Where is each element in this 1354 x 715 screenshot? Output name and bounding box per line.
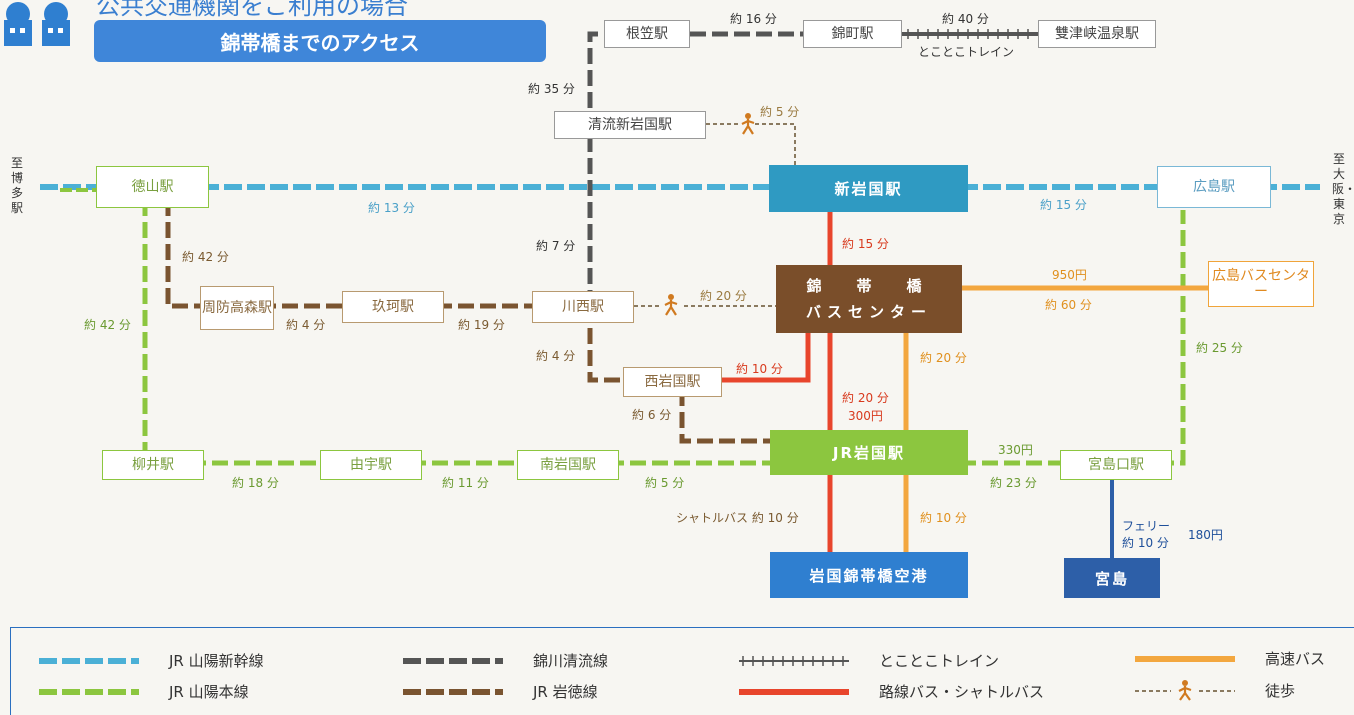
legend-item: JR 山陽新幹線 — [39, 650, 264, 671]
label-walk-time: 約 20 分 — [700, 289, 747, 303]
label-time: 約 42 分 — [182, 250, 229, 264]
label-time: 約 19 分 — [458, 318, 505, 332]
label-time: 約 13 分 — [368, 201, 415, 215]
label-time: 約 40 分 — [942, 12, 989, 26]
legend-label: 高速バス — [1265, 650, 1326, 668]
station-yanai: 柳井駅 — [102, 450, 204, 480]
label-time: 約 11 分 — [442, 476, 489, 490]
legend-item: とことこトレイン — [739, 650, 999, 671]
label-walk-time: 約 5 分 — [760, 105, 800, 119]
label-time: 約 60 分 — [1045, 298, 1092, 312]
hub-kintaikyo-bus-center: 錦 帯 橋 バスセンター — [776, 265, 962, 333]
label-time: 約 4 分 — [286, 318, 326, 332]
station-kuga: 玖珂駅 — [342, 291, 444, 323]
label-price: 330円 — [998, 443, 1033, 457]
station-minami-iwakuni: 南岩国駅 — [517, 450, 619, 480]
label-time: 約 10 分 — [920, 511, 967, 525]
label-shuttle-time: シャトルバス 約 10 分 — [676, 511, 799, 525]
station-kawanishi: 川西駅 — [532, 291, 634, 323]
building-logo-icon — [0, 0, 76, 48]
legend-label: JR 山陽本線 — [169, 683, 249, 701]
label-time: 約 42 分 — [84, 318, 131, 332]
hub-kintaikyo-line2: バスセンター — [805, 303, 932, 321]
station-nishikicho: 錦町駅 — [803, 20, 902, 48]
legend-label: 錦川清流線 — [533, 652, 609, 670]
label-ferry: フェリー — [1122, 519, 1171, 533]
hub-kintaikyo-line1: 錦 帯 橋 — [806, 277, 932, 295]
label-time: 約 23 分 — [990, 476, 1037, 490]
access-banner: 錦帯橋までのアクセス — [94, 20, 546, 62]
legend-label: 路線バス・シャトルバス — [879, 683, 1045, 701]
label-time: 約 16 分 — [730, 12, 777, 26]
page-title: 公共交通機関をご利用の場合 — [96, 0, 408, 20]
hub-jr-iwakuni: JR岩国駅 — [770, 430, 968, 475]
legend-item: 路線バス・シャトルバス — [739, 681, 1044, 702]
label-time: 約 7 分 — [536, 239, 576, 253]
station-seiryu-shin-iwakuni: 清流新岩国駅 — [554, 111, 706, 139]
hub-iwakuni-kintaikyo-airport: 岩国錦帯橋空港 — [770, 552, 968, 598]
station-tokuyama: 徳山駅 — [96, 166, 209, 208]
legend-label: とことこトレイン — [879, 652, 1000, 670]
label-time: 約 35 分 — [528, 82, 575, 96]
legend-item: 高速バス — [1135, 648, 1325, 669]
label-time: 約 5 分 — [645, 476, 685, 490]
legend-label: 徒歩 — [1265, 681, 1296, 700]
station-hiroshima-bus-center: 広島バスセンター — [1208, 261, 1314, 307]
legend-item: JR 岩徳線 — [403, 681, 598, 702]
station-negasa: 根笠駅 — [604, 20, 690, 48]
destination-osaka-tokyo: 至大阪・東京 — [1332, 152, 1354, 226]
label-time: 約 25 分 — [1196, 341, 1243, 355]
hub-miyajima: 宮島 — [1064, 558, 1160, 598]
station-yu: 由宇駅 — [320, 450, 422, 480]
label-time: 約 15 分 — [1040, 198, 1087, 212]
label-price: 300円 — [848, 409, 883, 423]
legend-item: 錦川清流線 — [403, 650, 608, 671]
label-time: 約 20 分 — [920, 351, 967, 365]
label-time: 約 18 分 — [232, 476, 279, 490]
legend-item: JR 山陽本線 — [39, 681, 249, 702]
label-time: 約 10 分 — [736, 362, 783, 376]
station-nishi-iwakuni: 西岩国駅 — [623, 367, 722, 397]
station-sotsukyo-onsen: 雙津峡温泉駅 — [1038, 20, 1156, 48]
label-time: 約 4 分 — [536, 349, 576, 363]
destination-hakata: 至博多駅 — [10, 156, 23, 215]
label-time: 約 20 分 — [842, 391, 889, 405]
station-hiroshima: 広島駅 — [1157, 166, 1271, 208]
hub-shin-iwakuni: 新岩国駅 — [769, 165, 968, 212]
walking-person-icon — [741, 113, 755, 135]
legend: JR 山陽新幹線 JR 山陽本線 錦川清流線 JR 岩徳線 とことこトレイン 路… — [10, 627, 1354, 715]
legend-label: JR 山陽新幹線 — [169, 652, 264, 670]
label-tokotoko: とことこトレイン — [918, 45, 1015, 59]
legend-label: JR 岩徳線 — [533, 683, 598, 701]
legend-item: 徒歩 — [1135, 679, 1295, 701]
station-suo-takamori: 周防高森駅 — [200, 286, 274, 330]
route-lines — [40, 29, 1320, 558]
label-price: 950円 — [1052, 268, 1087, 282]
label-ferry-time: 約 10 分 — [1122, 536, 1169, 550]
station-miyajimaguchi: 宮島口駅 — [1060, 450, 1172, 480]
walking-person-icon — [664, 294, 678, 316]
label-time: 約 15 分 — [842, 237, 889, 251]
label-time: 約 6 分 — [632, 408, 672, 422]
label-price: 180円 — [1188, 528, 1223, 542]
